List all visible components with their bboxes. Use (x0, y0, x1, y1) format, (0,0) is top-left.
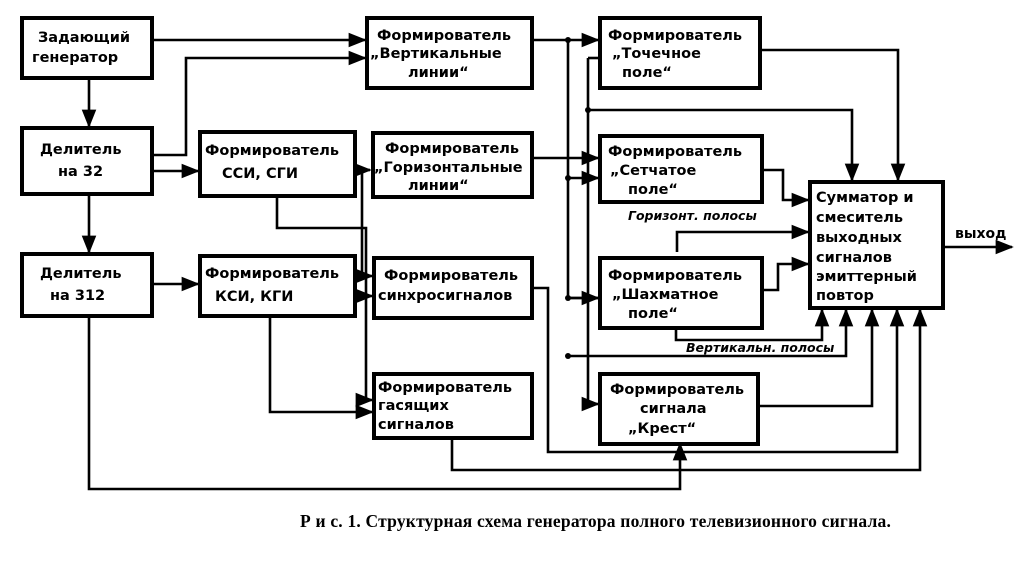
svg-text:„Вертикальные: „Вертикальные (370, 46, 502, 62)
svg-text:Формирователь: Формирователь (385, 141, 519, 157)
svg-text:синхросигналов: синхросигналов (378, 288, 512, 304)
svg-text:Формирователь: Формирователь (384, 268, 518, 284)
svg-text:Формирователь: Формирователь (608, 144, 742, 160)
wire-hbus-to-summator-top (588, 108, 860, 182)
block-blanking-signals: Формирователь гасящих сигналов (372, 372, 534, 440)
wire-dot-to-sum (760, 48, 906, 182)
svg-text:эмиттерный: эмиттерный (816, 269, 917, 285)
svg-text:„Крест“: „Крест“ (628, 421, 696, 437)
wire-ssi-to-blank (275, 196, 374, 408)
horiz-bus (581, 58, 600, 412)
wire-hbars-to-sum (675, 224, 810, 252)
block-sync-signals: Формирователь синхросигналов (372, 256, 534, 320)
label-output: выход (955, 226, 1006, 242)
label-vertical-bars: Вертикальн. полосы (686, 340, 834, 355)
svg-text:поле“: поле“ (628, 306, 678, 322)
svg-text:повтор: повтор (816, 288, 874, 304)
wire-div32-to-vert (152, 50, 367, 157)
svg-text:„Точечное: „Точечное (612, 46, 701, 62)
svg-text:„Сетчатое: „Сетчатое (610, 163, 697, 179)
svg-text:Формирователь: Формирователь (205, 266, 339, 282)
svg-text:ССИ, СГИ: ССИ, СГИ (222, 166, 298, 182)
wire-div312-to-cross (87, 316, 688, 491)
svg-text:Делитель: Делитель (40, 266, 122, 282)
svg-text:на 312: на 312 (50, 288, 105, 304)
svg-text:сигналов: сигналов (816, 250, 892, 266)
svg-text:Задающий: Задающий (38, 30, 130, 46)
svg-text:Делитель: Делитель (40, 142, 122, 158)
block-divider-312: Делитель на 312 (20, 252, 154, 318)
svg-text:на 32: на 32 (58, 164, 103, 180)
block-divider-32: Делитель на 32 (20, 126, 154, 196)
block-master-generator: Задающий генератор (20, 16, 154, 80)
svg-text:Формирователь: Формирователь (608, 28, 742, 44)
svg-text:линии“: линии“ (408, 178, 469, 194)
svg-text:линии“: линии“ (408, 65, 469, 81)
svg-text:Формирователь: Формирователь (610, 382, 744, 398)
svg-text:генератор: генератор (32, 50, 118, 66)
wire-vbars-to-sum (674, 308, 830, 342)
svg-text:Формирователь: Формирователь (378, 380, 512, 396)
wire-ksi-to-blank (268, 316, 374, 420)
block-horizontal-lines: Формирователь „Горизонтальные линии“ (371, 131, 534, 199)
figure-caption: Р и с. 1. Структурная схема генератора п… (300, 511, 892, 531)
svg-text:гасящих: гасящих (378, 398, 449, 414)
wire-ssi-to-sync (355, 170, 374, 284)
wire-sync-to-sum (532, 286, 905, 454)
wire-checker-to-sum (762, 256, 810, 292)
svg-text:КСИ, КГИ: КСИ, КГИ (215, 289, 293, 305)
svg-text:Формирователь: Формирователь (205, 143, 339, 159)
svg-text:смеситель: смеситель (816, 210, 903, 226)
svg-text:выходных: выходных (816, 230, 902, 246)
svg-text:„Шахматное: „Шахматное (612, 287, 719, 303)
wire-grid-to-sum (762, 168, 810, 208)
block-dot-field: Формирователь „Точечное поле“ (598, 16, 762, 90)
wire-cross-to-sum (758, 308, 880, 408)
connection-lines (81, 32, 1014, 491)
block-grid-field: Формирователь „Сетчатое поле“ (598, 134, 764, 204)
label-horizontal-bars: Горизонт. полосы (628, 208, 757, 223)
svg-text:сигналов: сигналов (378, 417, 454, 433)
block-cross-signal: Формирователь сигнала „Крест“ (598, 372, 760, 446)
block-summator-mixer: Сумматор и смеситель выходных сигналов эми… (808, 180, 945, 310)
svg-text:„Горизонтальные: „Горизонтальные (374, 160, 523, 176)
svg-text:Формирователь: Формирователь (377, 28, 511, 44)
wire-vbus-to-sum (568, 308, 854, 358)
block-vertical-lines: Формирователь „Вертикальные линии“ (365, 16, 534, 90)
svg-text:Формирователь: Формирователь (608, 268, 742, 284)
svg-text:поле“: поле“ (622, 65, 672, 81)
svg-text:сигнала: сигнала (640, 401, 707, 417)
svg-text:поле“: поле“ (628, 182, 678, 198)
block-checker-field: Формирователь „Шахматное поле“ (598, 256, 764, 330)
svg-text:Сумматор и: Сумматор и (816, 190, 914, 206)
wire-blank-to-sum (450, 308, 928, 472)
